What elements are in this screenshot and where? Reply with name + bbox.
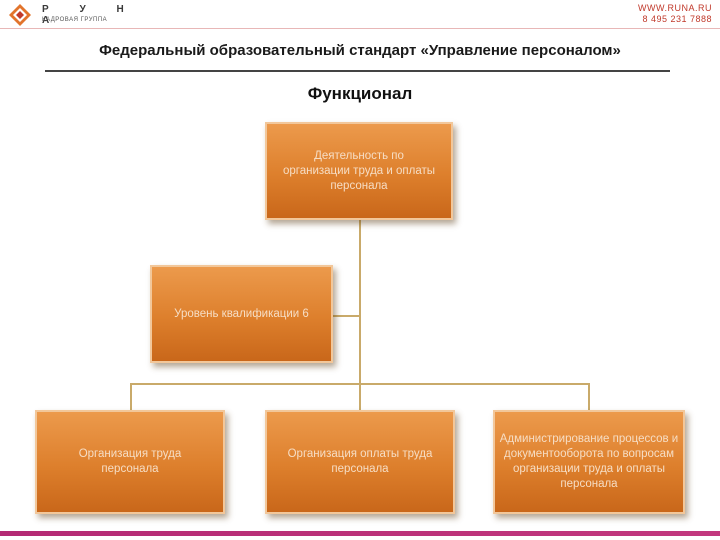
connector-root-vertical: [359, 220, 361, 383]
header-divider: [0, 28, 720, 29]
connector-child-3: [588, 383, 590, 410]
title-underline: [45, 70, 670, 72]
section-subtitle: Функционал: [307, 84, 413, 103]
page-title: Федеральный образовательный стандарт «Уп…: [99, 42, 621, 59]
contact-info: WWW.RUNA.RU 8 495 231 7888: [638, 3, 712, 25]
org-box-child-1: Организация труда персонала: [35, 410, 225, 514]
company-logo: Р У Н А кадровая группа: [8, 3, 158, 27]
runa-logo-icon: [9, 4, 31, 26]
org-box-root: Деятельность по организации труда и опла…: [265, 122, 453, 220]
website-link[interactable]: WWW.RUNA.RU: [638, 3, 712, 13]
org-box-child-3: Администрирование процессов и документоо…: [493, 410, 685, 514]
org-box-child-2: Организация оплаты труда персонала: [265, 410, 455, 514]
footer-accent-bar: [0, 531, 720, 536]
org-box-level: Уровень квалификации 6: [150, 265, 333, 363]
logo-name: Р У Н А: [42, 4, 138, 26]
connector-child-1: [130, 383, 132, 410]
phone-number: 8 495 231 7888: [642, 14, 712, 24]
connector-level-horizontal: [333, 315, 360, 317]
logo-subtitle: кадровая группа: [42, 17, 108, 23]
connector-child-2: [359, 383, 361, 410]
